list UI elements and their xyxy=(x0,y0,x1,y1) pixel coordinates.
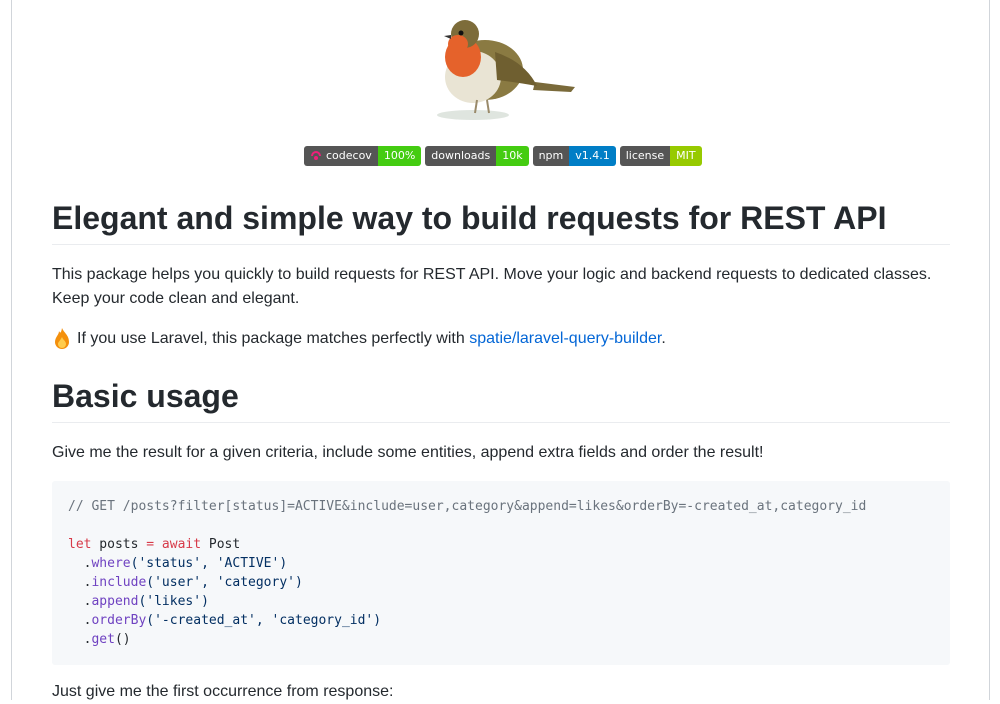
laravel-note-suffix: . xyxy=(661,330,666,347)
code-line-get: .get() xyxy=(68,632,131,647)
fire-icon xyxy=(55,328,69,349)
codecov-badge[interactable]: codecov 100% xyxy=(304,146,422,166)
badge-value: 10k xyxy=(496,146,529,166)
code-line-let: let posts = await Post xyxy=(68,537,241,552)
badge-value: 100% xyxy=(377,146,422,166)
badge-label: downloads xyxy=(425,146,497,166)
usage-intro: Give me the result for a given criteria,… xyxy=(52,444,764,461)
badge-label: npm xyxy=(532,146,570,166)
intro-paragraph: This package helps you quickly to build … xyxy=(52,266,932,307)
code-block: // GET /posts?filter[status]=ACTIVE&incl… xyxy=(52,481,950,665)
codecov-icon xyxy=(311,151,321,160)
badge-row: codecov 100% downloads 10k npm v1.4.1 li… xyxy=(304,146,702,166)
license-badge[interactable]: license MIT xyxy=(619,146,702,166)
page-title: Elegant and simple way to build requests… xyxy=(52,198,950,245)
npm-badge[interactable]: npm v1.4.1 xyxy=(532,146,616,166)
code-line-include: .include('user', 'category') xyxy=(68,575,303,590)
basic-usage-heading: Basic usage xyxy=(52,376,950,423)
badge-value: MIT xyxy=(670,146,702,166)
code-line-orderby: .orderBy('-created_at', 'category_id') xyxy=(68,613,382,628)
first-occurrence-text: Just give me the first occurrence from r… xyxy=(52,683,394,700)
code-line-append: .append('likes') xyxy=(68,594,209,609)
downloads-badge[interactable]: downloads 10k xyxy=(425,146,529,166)
badge-label: license xyxy=(619,146,671,166)
code-line-where: .where('status', 'ACTIVE') xyxy=(68,556,288,571)
laravel-note: If you use Laravel, this package matches… xyxy=(52,327,950,351)
robin-logo xyxy=(437,20,575,120)
spatie-link[interactable]: spatie/laravel-query-builder xyxy=(469,330,662,347)
badge-value: v1.4.1 xyxy=(569,146,616,166)
code-comment: // GET /posts?filter[status]=ACTIVE&incl… xyxy=(68,499,867,514)
badge-label: codecov xyxy=(326,149,372,162)
laravel-note-text: If you use Laravel, this package matches… xyxy=(77,330,465,347)
